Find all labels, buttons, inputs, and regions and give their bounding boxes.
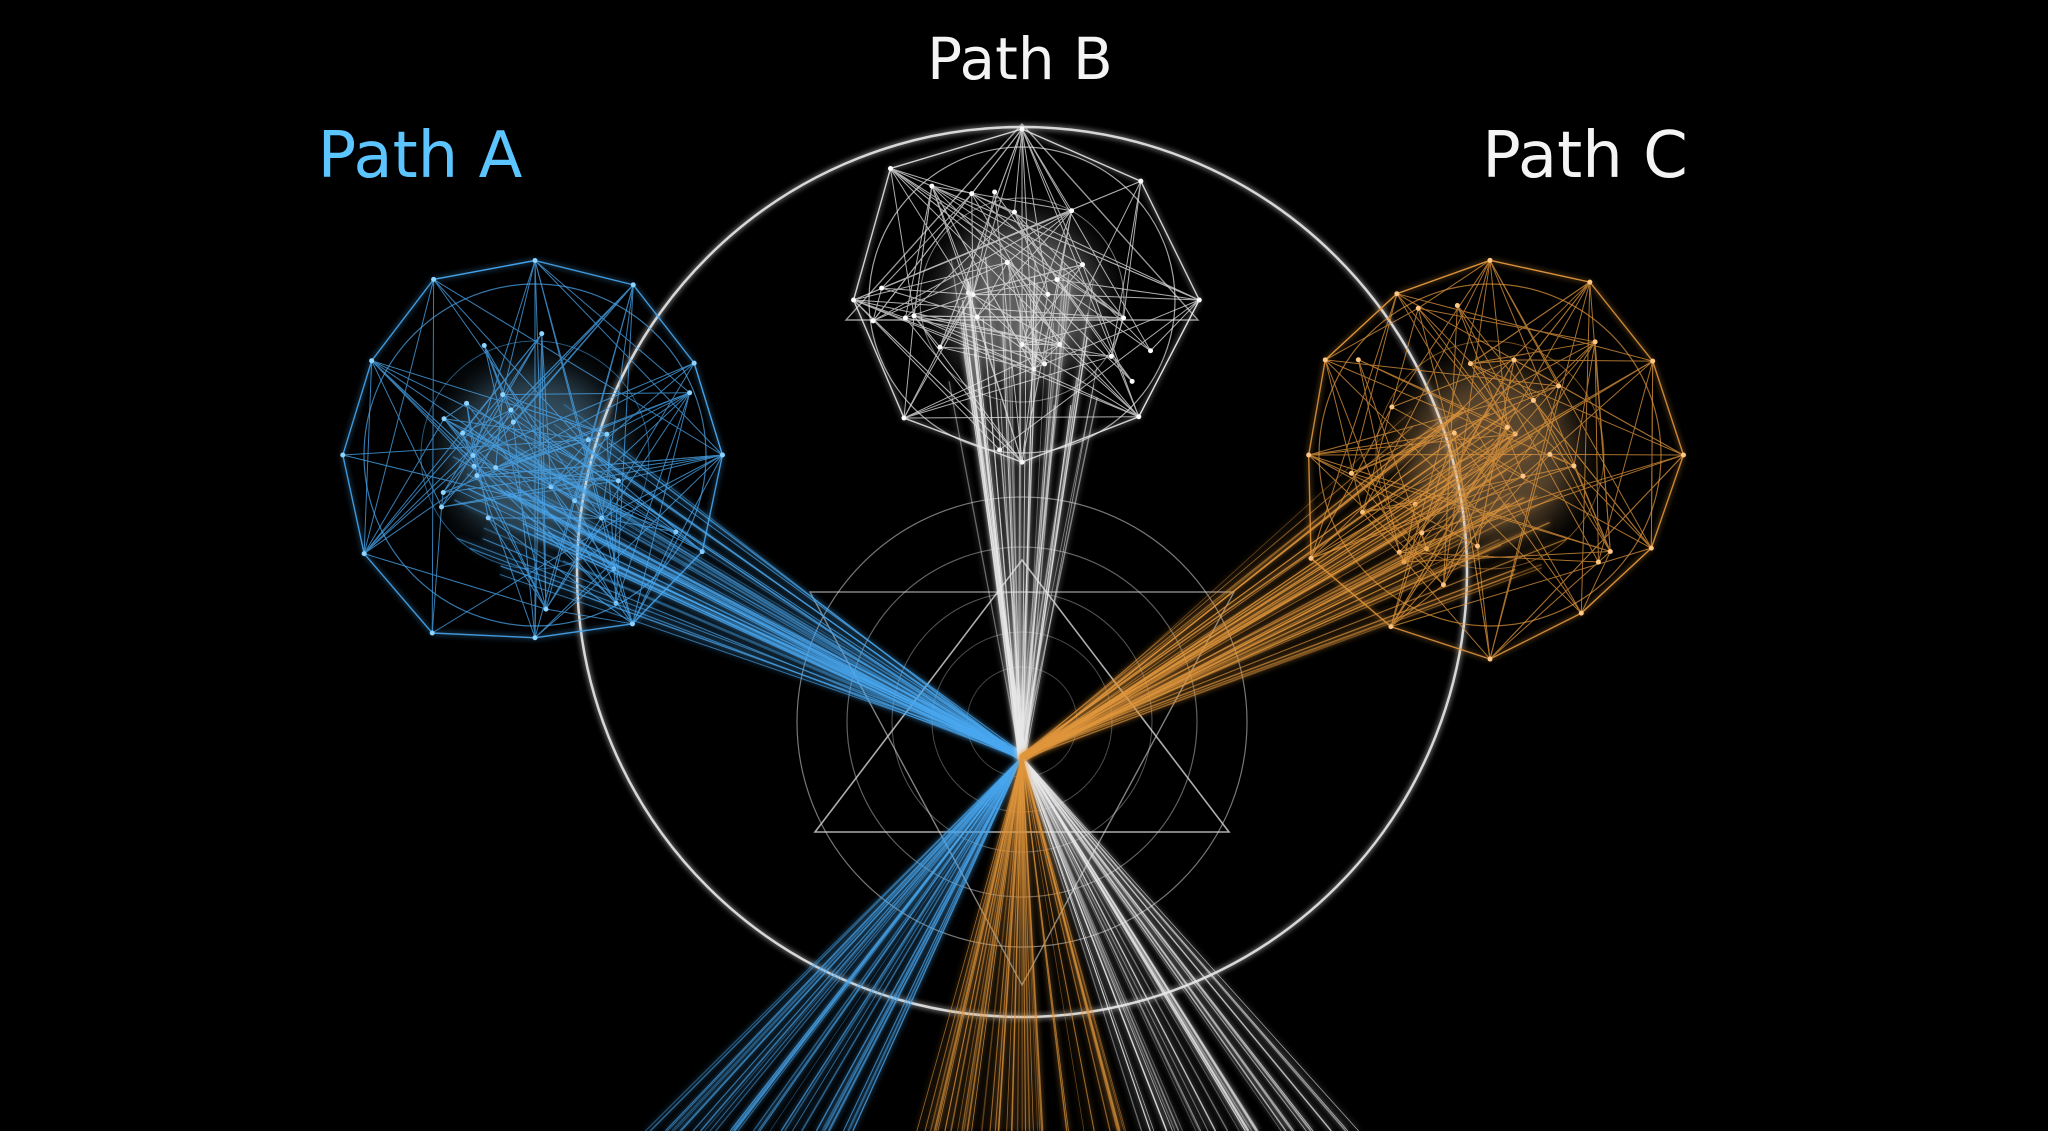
light-beams <box>451 256 1570 1131</box>
path-a-label: Path A <box>317 119 523 193</box>
path-b-label: Path B <box>927 25 1113 93</box>
path-c-label: Path C <box>1482 119 1688 193</box>
beam-a <box>451 403 1027 1131</box>
cluster-a <box>340 258 725 641</box>
network-clusters <box>340 126 1686 662</box>
beam-c <box>916 406 1570 1131</box>
beam-b <box>948 256 1359 1131</box>
cluster-c <box>1306 257 1686 662</box>
cluster-b <box>851 126 1202 465</box>
triangle-down <box>808 591 1236 987</box>
